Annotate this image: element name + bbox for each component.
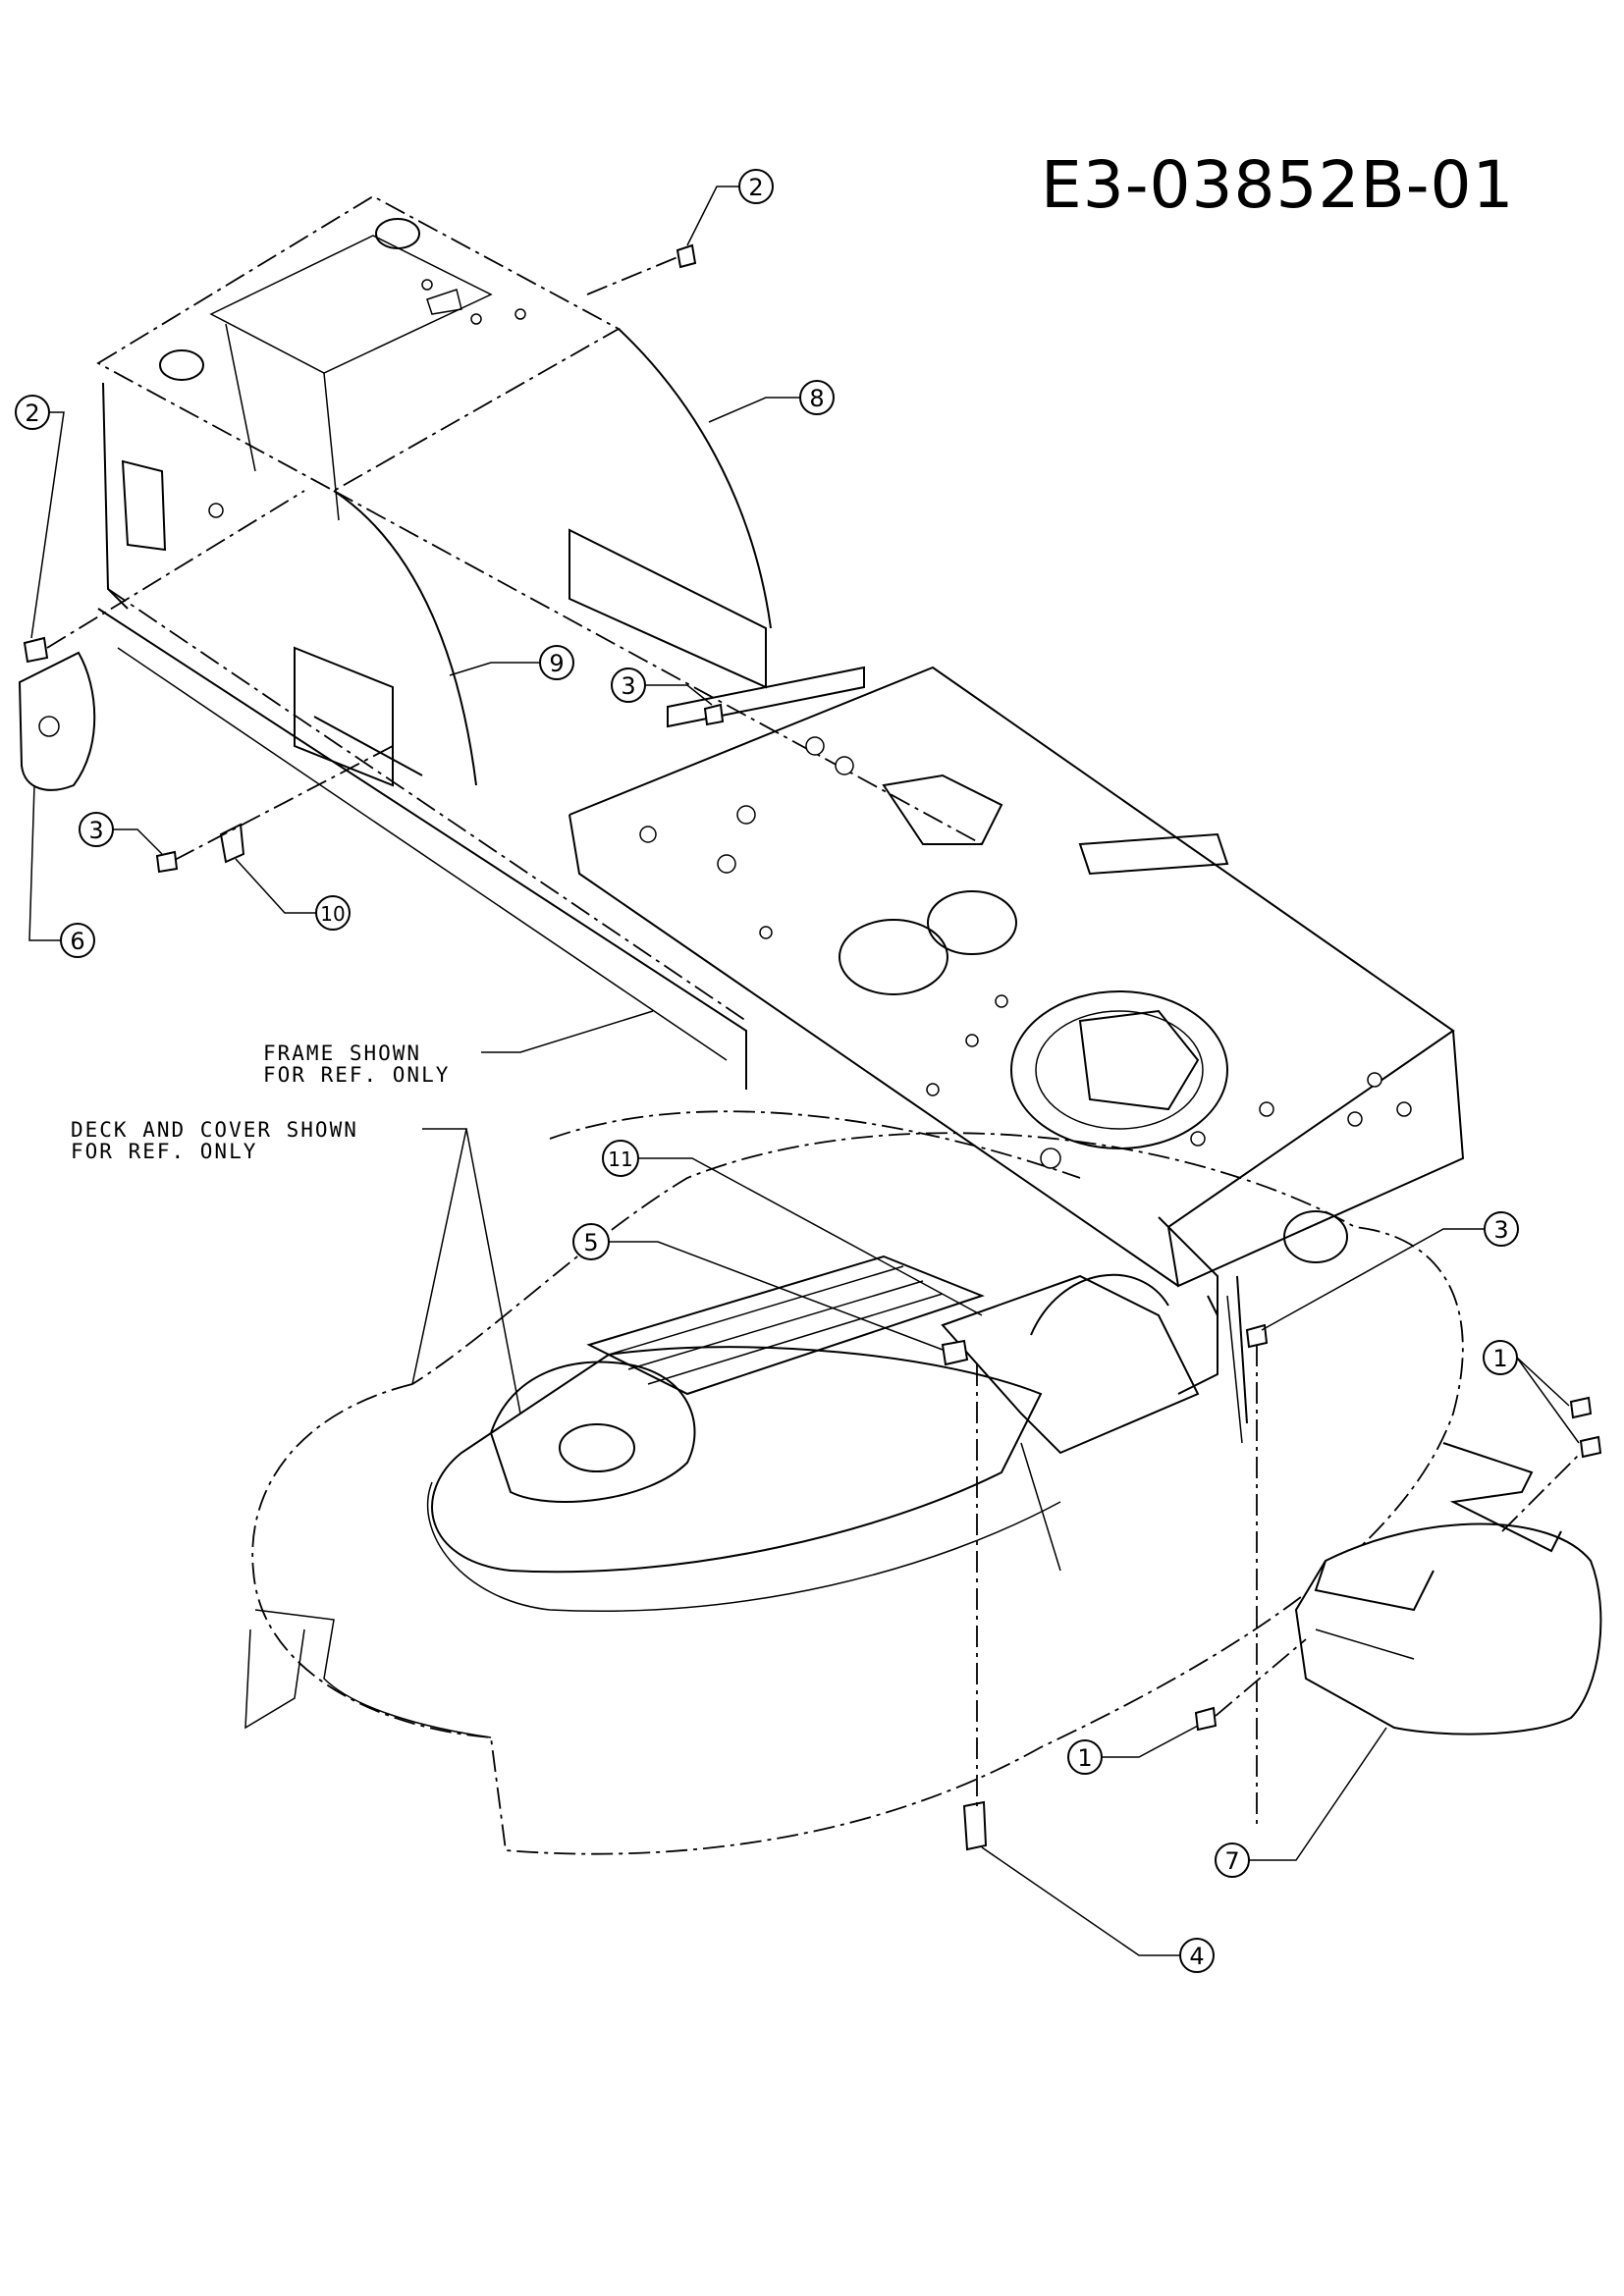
callout-label: 1 xyxy=(1492,1345,1507,1372)
callout-4: 4 xyxy=(981,1846,1215,1973)
bolt-part-2-top xyxy=(676,243,697,269)
callout-3-left: 3 xyxy=(79,812,163,855)
callout-label: 1 xyxy=(1077,1744,1092,1772)
callout-label: 6 xyxy=(70,928,84,955)
callout-2-left: 2 xyxy=(15,395,65,639)
hardware-parts xyxy=(18,243,1602,1851)
deck-cover xyxy=(1294,1442,1602,1735)
bolt-part-1-bottom xyxy=(1194,1706,1218,1732)
frame-note-leader xyxy=(481,1010,654,1053)
frame-note-line-2: FOR REF. ONLY xyxy=(263,1063,451,1087)
bolt-part-2-left xyxy=(23,636,49,664)
bolt-part-3-right xyxy=(1245,1323,1269,1349)
callout-5: 5 xyxy=(572,1223,944,1351)
callout-label: 4 xyxy=(1189,1943,1204,1970)
frame-note-line-1: FRAME SHOWN xyxy=(263,1041,422,1065)
deck-reference-note: DECK AND COVER SHOWN FOR REF. ONLY xyxy=(71,1119,358,1162)
bolt-part-4 xyxy=(962,1800,988,1851)
callout-label: 11 xyxy=(608,1148,632,1171)
deck-note-leader-b xyxy=(465,1128,521,1415)
bolt-part-3-left xyxy=(155,850,179,874)
callout-label: 2 xyxy=(748,174,763,201)
callout-label: 9 xyxy=(549,650,564,677)
callout-label: 3 xyxy=(621,672,635,700)
tractor-frame xyxy=(96,194,1465,1424)
callout-1-right: 1 xyxy=(1483,1340,1580,1444)
callout-8: 8 xyxy=(708,380,835,423)
callout-3-right: 3 xyxy=(1261,1211,1519,1331)
callout-label: 8 xyxy=(809,385,824,412)
callouts: 2 8 2 9 3 xyxy=(15,169,1580,1973)
bolt-part-3-mid xyxy=(703,703,725,726)
callout-label: 10 xyxy=(320,902,345,926)
callout-1-bottom: 1 xyxy=(1067,1725,1199,1775)
deck-note-line-1: DECK AND COVER SHOWN xyxy=(71,1118,358,1142)
callout-9: 9 xyxy=(449,645,574,680)
frame-reference-note: FRAME SHOWN FOR REF. ONLY xyxy=(263,1042,450,1086)
callout-label: 3 xyxy=(1493,1216,1508,1244)
callout-11: 11 xyxy=(602,1140,983,1316)
callout-label: 3 xyxy=(88,817,103,844)
drawing-number: E3-03852B-01 xyxy=(1041,147,1515,223)
callout-label: 7 xyxy=(1224,1847,1239,1875)
bolt-part-1-right-a xyxy=(1569,1396,1593,1419)
callout-label: 2 xyxy=(25,400,39,427)
callout-label: 5 xyxy=(583,1229,598,1256)
callout-3-mid: 3 xyxy=(611,667,713,706)
callout-7: 7 xyxy=(1215,1727,1387,1878)
callout-6: 6 xyxy=(28,784,95,958)
nut-part-5 xyxy=(941,1339,969,1366)
deck-note-leader-a xyxy=(411,1128,467,1385)
callout-10: 10 xyxy=(235,858,351,931)
mower-deck xyxy=(244,1110,1464,1855)
deck-note-line-2: FOR REF. ONLY xyxy=(71,1140,258,1163)
bolt-part-1-right-b xyxy=(1579,1435,1602,1459)
bracket-part-10 xyxy=(219,823,245,864)
callout-2-top: 2 xyxy=(686,169,774,246)
